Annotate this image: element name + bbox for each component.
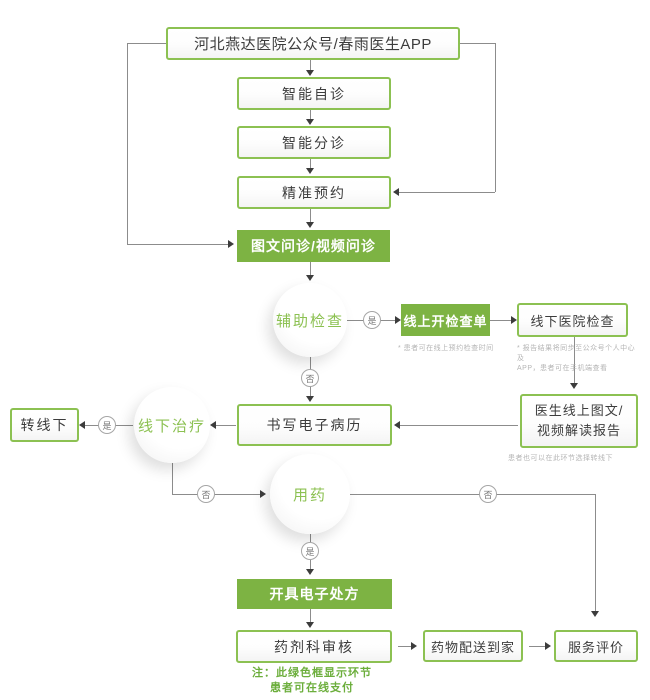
connector bbox=[399, 192, 495, 193]
decision-no-aux-exam: 否 bbox=[301, 369, 319, 387]
node-smart-self-diagnosis: 智能自诊 bbox=[237, 77, 391, 110]
arrowhead bbox=[411, 642, 417, 650]
decision-yes-aux-exam: 是 bbox=[363, 311, 381, 329]
node-medication: 用药 bbox=[270, 454, 350, 534]
node-precise-appointment: 精准预约 bbox=[237, 176, 391, 209]
decision-no-medication: 否 bbox=[479, 485, 497, 503]
arrowhead bbox=[306, 396, 314, 402]
connector bbox=[172, 463, 173, 494]
arrowhead bbox=[306, 622, 314, 628]
connector bbox=[495, 43, 496, 192]
arrowhead bbox=[570, 383, 578, 389]
connector bbox=[350, 494, 595, 495]
arrowhead bbox=[306, 569, 314, 575]
node-smart-triage: 智能分诊 bbox=[237, 126, 391, 159]
connector bbox=[310, 110, 311, 120]
arrowhead bbox=[306, 70, 314, 76]
connector bbox=[574, 337, 575, 384]
connector bbox=[310, 209, 311, 223]
arrowhead bbox=[591, 611, 599, 617]
connector bbox=[127, 43, 128, 244]
connector bbox=[460, 43, 495, 44]
node-service-evaluation: 服务评价 bbox=[554, 630, 638, 662]
arrowhead bbox=[260, 490, 266, 498]
arrowhead bbox=[306, 119, 314, 125]
connector bbox=[398, 425, 518, 426]
note-report-reading: 患者也可以在此环节选择转线下 bbox=[508, 455, 613, 462]
connector bbox=[214, 425, 236, 426]
connector bbox=[310, 262, 311, 276]
connector bbox=[127, 43, 166, 44]
connector bbox=[595, 494, 596, 612]
arrowhead bbox=[228, 240, 234, 248]
connector bbox=[310, 159, 311, 169]
node-doctor-report-reading: 医生线上图文/视频解读报告 bbox=[520, 394, 638, 448]
node-auxiliary-exam: 辅助检查 bbox=[273, 283, 347, 357]
node-entry: 河北燕达医院公众号/春雨医生APP bbox=[166, 27, 460, 60]
arrowhead bbox=[545, 642, 551, 650]
connector bbox=[490, 320, 511, 321]
note-offline-exam: * 报告结果将同步至公众号个人中心及 APP，患者可在手机端查看 bbox=[517, 345, 636, 372]
node-issue-e-prescription: 开具电子处方 bbox=[237, 579, 392, 609]
connector bbox=[310, 609, 311, 623]
arrowhead bbox=[395, 316, 401, 324]
decision-yes-medication: 是 bbox=[301, 542, 319, 560]
connector bbox=[310, 60, 311, 71]
legend-note: 注：此绿色框显示环节 患者可在线支付 bbox=[252, 667, 372, 694]
node-drug-delivery-home: 药物配送到家 bbox=[423, 630, 523, 662]
note-online-order: * 患者可在线上预约检查时间 bbox=[398, 345, 494, 352]
node-pharmacy-review: 药剂科审核 bbox=[236, 630, 392, 663]
node-offline-hospital-exam: 线下医院检查 bbox=[517, 303, 628, 337]
node-online-consult: 图文问诊/视频问诊 bbox=[237, 230, 390, 262]
decision-yes-offline-treatment: 是 bbox=[98, 416, 116, 434]
arrowhead bbox=[306, 168, 314, 174]
node-online-exam-order: 线上开检查单 bbox=[401, 304, 490, 336]
arrowhead bbox=[393, 188, 399, 196]
arrowhead bbox=[511, 316, 517, 324]
connector bbox=[398, 646, 411, 647]
arrowhead bbox=[210, 421, 216, 429]
arrowhead bbox=[306, 222, 314, 228]
node-write-emr: 书写电子病历 bbox=[237, 404, 392, 446]
connector bbox=[172, 494, 262, 495]
node-transfer-offline: 转线下 bbox=[10, 408, 79, 442]
decision-no-offline-treatment: 否 bbox=[197, 485, 215, 503]
node-offline-treatment: 线下治疗 bbox=[134, 387, 210, 463]
arrowhead bbox=[306, 275, 314, 281]
arrowhead bbox=[394, 421, 400, 429]
connector bbox=[127, 244, 228, 245]
arrowhead bbox=[79, 421, 85, 429]
connector bbox=[529, 646, 545, 647]
